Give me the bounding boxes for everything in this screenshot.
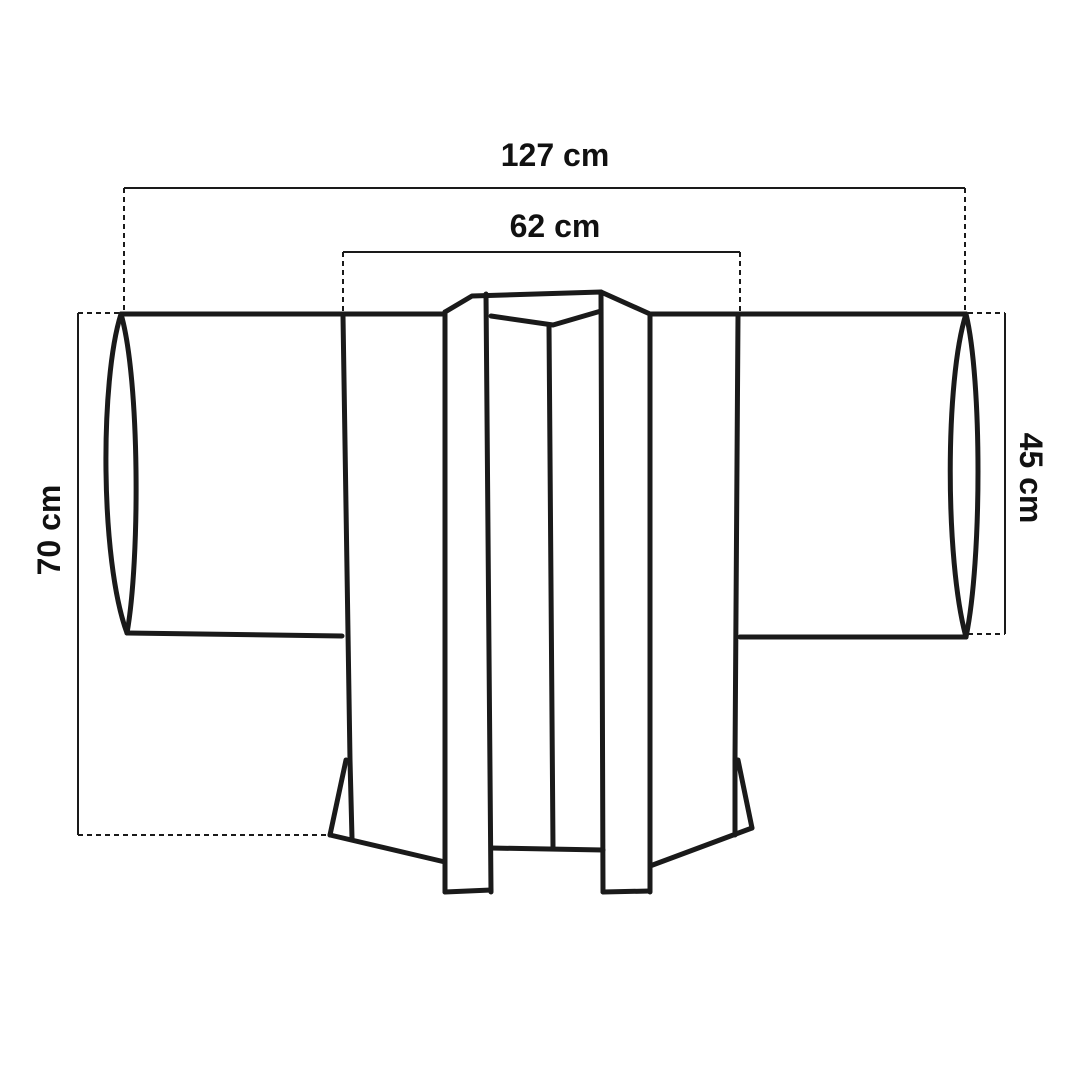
right-sleeve xyxy=(647,311,981,640)
dim-body-width xyxy=(342,251,741,318)
body xyxy=(327,313,755,869)
label-sleeve-opening: 45 cm xyxy=(1013,433,1049,524)
dim-total-width xyxy=(123,187,966,312)
collar xyxy=(442,289,653,895)
label-body-width: 62 cm xyxy=(510,208,601,244)
left-sleeve xyxy=(103,311,448,639)
label-total-width: 127 cm xyxy=(501,137,610,173)
kimono-outline xyxy=(103,289,981,895)
dim-length xyxy=(77,312,330,836)
dim-sleeve-opening xyxy=(968,312,1006,635)
label-length: 70 cm xyxy=(31,485,67,576)
dimension-lines xyxy=(77,187,1006,836)
